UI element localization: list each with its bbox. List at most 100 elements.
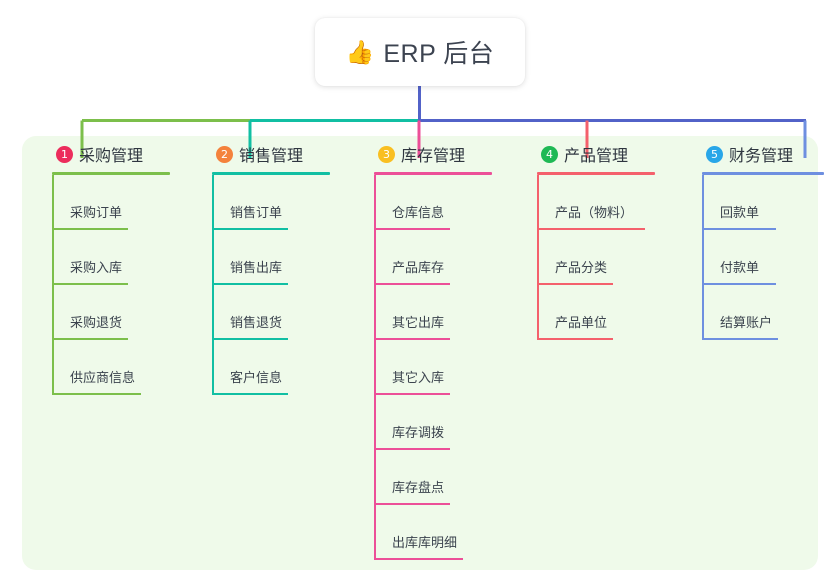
leaf-node-rule xyxy=(537,283,613,285)
leaf-node[interactable]: 其它入库 xyxy=(374,340,522,395)
column-header-rule xyxy=(374,172,492,175)
column-header-3[interactable]: 3 库存管理 xyxy=(362,136,522,172)
leaf-node[interactable]: 库存调拨 xyxy=(374,395,522,450)
leaf-node-rule xyxy=(374,448,450,450)
leaf-node-label: 销售订单 xyxy=(230,205,283,220)
leaf-node-label: 销售退货 xyxy=(230,315,283,330)
leaf-node[interactable]: 付款单 xyxy=(702,230,839,285)
leaf-node-label: 采购订单 xyxy=(70,205,123,220)
column-index-badge: 3 xyxy=(378,145,395,163)
column-header-5[interactable]: 5 财务管理 xyxy=(690,136,839,172)
leaf-node-label: 回款单 xyxy=(720,205,760,220)
column-branch: 采购订单采购入库采购退货供应商信息 xyxy=(52,175,200,395)
column-index-badge: 5 xyxy=(706,145,723,163)
branch-spine xyxy=(537,175,539,340)
column-header-rule xyxy=(52,172,170,175)
leaf-node-rule xyxy=(537,228,645,230)
leaf-node-label: 销售出库 xyxy=(230,260,283,275)
leaf-node-rule xyxy=(374,228,450,230)
branch-spine xyxy=(702,175,704,340)
branch-spine xyxy=(212,175,214,395)
column-header-2[interactable]: 2 销售管理 xyxy=(200,136,360,172)
leaf-node-label: 付款单 xyxy=(720,260,760,275)
leaf-node[interactable]: 客户信息 xyxy=(212,340,360,395)
leaf-node-label: 客户信息 xyxy=(230,370,283,385)
column-销售管理: 2 销售管理销售订单销售出库销售退货客户信息 xyxy=(200,136,360,395)
leaf-node-rule xyxy=(212,228,288,230)
column-header-1[interactable]: 1 采购管理 xyxy=(40,136,200,172)
leaf-node-rule xyxy=(52,283,128,285)
leaf-node-label: 产品分类 xyxy=(555,260,608,275)
column-container: 1 采购管理采购订单采购入库采购退货供应商信息 2 销售管理销售订单销售出库销售退货客… xyxy=(22,136,824,570)
leaf-node-label: 结算账户 xyxy=(720,315,773,330)
column-header-rule xyxy=(212,172,330,175)
leaf-node[interactable]: 采购退货 xyxy=(52,285,200,340)
leaf-node[interactable]: 供应商信息 xyxy=(52,340,200,395)
root-node-content: 👍 ERP 后台 xyxy=(346,34,495,70)
column-title: 产品管理 xyxy=(564,148,629,165)
leaf-node-rule xyxy=(374,558,463,560)
content-panel xyxy=(22,136,818,570)
leaf-node[interactable]: 产品分类 xyxy=(537,230,685,285)
branch-spine xyxy=(374,175,376,560)
leaf-node-rule xyxy=(52,338,128,340)
leaf-node-rule xyxy=(374,503,450,505)
column-branch: 仓库信息产品库存其它出库其它入库库存调拨库存盘点出库库明细 xyxy=(374,175,522,560)
leaf-node-label: 供应商信息 xyxy=(70,370,136,385)
leaf-node-rule xyxy=(537,338,613,340)
column-采购管理: 1 采购管理采购订单采购入库采购退货供应商信息 xyxy=(40,136,200,395)
branch-spine xyxy=(52,175,54,395)
leaf-node[interactable]: 回款单 xyxy=(702,175,839,230)
leaf-node-rule xyxy=(702,228,776,230)
leaf-node[interactable]: 库存盘点 xyxy=(374,450,522,505)
column-title: 销售管理 xyxy=(239,148,304,165)
leaf-node-rule xyxy=(212,393,288,395)
root-node-label: ERP 后台 xyxy=(383,40,495,68)
leaf-node[interactable]: 销售退货 xyxy=(212,285,360,340)
column-库存管理: 3 库存管理仓库信息产品库存其它出库其它入库库存调拨库存盘点出库库明细 xyxy=(362,136,522,560)
column-title: 库存管理 xyxy=(401,148,466,165)
root-node-card[interactable]: 👍 ERP 后台 xyxy=(315,18,525,86)
leaf-node[interactable]: 销售订单 xyxy=(212,175,360,230)
leaf-node[interactable]: 结算账户 xyxy=(702,285,839,340)
leaf-node-label: 其它出库 xyxy=(392,315,445,330)
column-财务管理: 5 财务管理回款单付款单结算账户 xyxy=(690,136,839,340)
column-branch: 回款单付款单结算账户 xyxy=(702,175,839,340)
column-产品管理: 4 产品管理产品（物料） 产品分类产品单位 xyxy=(525,136,685,340)
leaf-node-rule xyxy=(374,283,450,285)
column-branch: 销售订单销售出库销售退货客户信息 xyxy=(212,175,360,395)
leaf-node[interactable]: 其它出库 xyxy=(374,285,522,340)
leaf-node-label: 产品（物料） xyxy=(555,205,634,220)
leaf-node[interactable]: 销售出库 xyxy=(212,230,360,285)
leaf-node[interactable]: 仓库信息 xyxy=(374,175,522,230)
leaf-node-rule xyxy=(702,283,776,285)
leaf-node[interactable]: 采购订单 xyxy=(52,175,200,230)
column-index-badge: 2 xyxy=(216,145,233,163)
column-branch: 产品（物料） 产品分类产品单位 xyxy=(537,175,685,340)
leaf-node-label: 仓库信息 xyxy=(392,205,445,220)
leaf-node[interactable]: 产品单位 xyxy=(537,285,685,340)
leaf-node-label: 产品单位 xyxy=(555,315,608,330)
leaf-node-rule xyxy=(212,338,288,340)
column-title: 财务管理 xyxy=(729,148,794,165)
leaf-node[interactable]: 产品（物料） xyxy=(537,175,685,230)
column-title: 采购管理 xyxy=(79,148,144,165)
column-index-badge: 1 xyxy=(56,145,73,163)
leaf-node-label: 产品库存 xyxy=(392,260,445,275)
column-index-badge: 4 xyxy=(541,145,558,163)
leaf-node[interactable]: 产品库存 xyxy=(374,230,522,285)
leaf-node-rule xyxy=(702,338,778,340)
column-header-rule xyxy=(702,172,824,175)
leaf-node[interactable]: 出库库明细 xyxy=(374,505,522,560)
leaf-node-rule xyxy=(52,393,141,395)
leaf-node[interactable]: 采购入库 xyxy=(52,230,200,285)
column-header-4[interactable]: 4 产品管理 xyxy=(525,136,685,172)
leaf-node-rule xyxy=(374,393,450,395)
leaf-node-label: 采购入库 xyxy=(70,260,123,275)
column-header-rule xyxy=(537,172,655,175)
thumbs-up-icon: 👍 xyxy=(345,38,375,65)
leaf-node-rule xyxy=(374,338,450,340)
leaf-node-label: 其它入库 xyxy=(392,370,445,385)
leaf-node-label: 采购退货 xyxy=(70,315,123,330)
leaf-node-rule xyxy=(212,283,288,285)
